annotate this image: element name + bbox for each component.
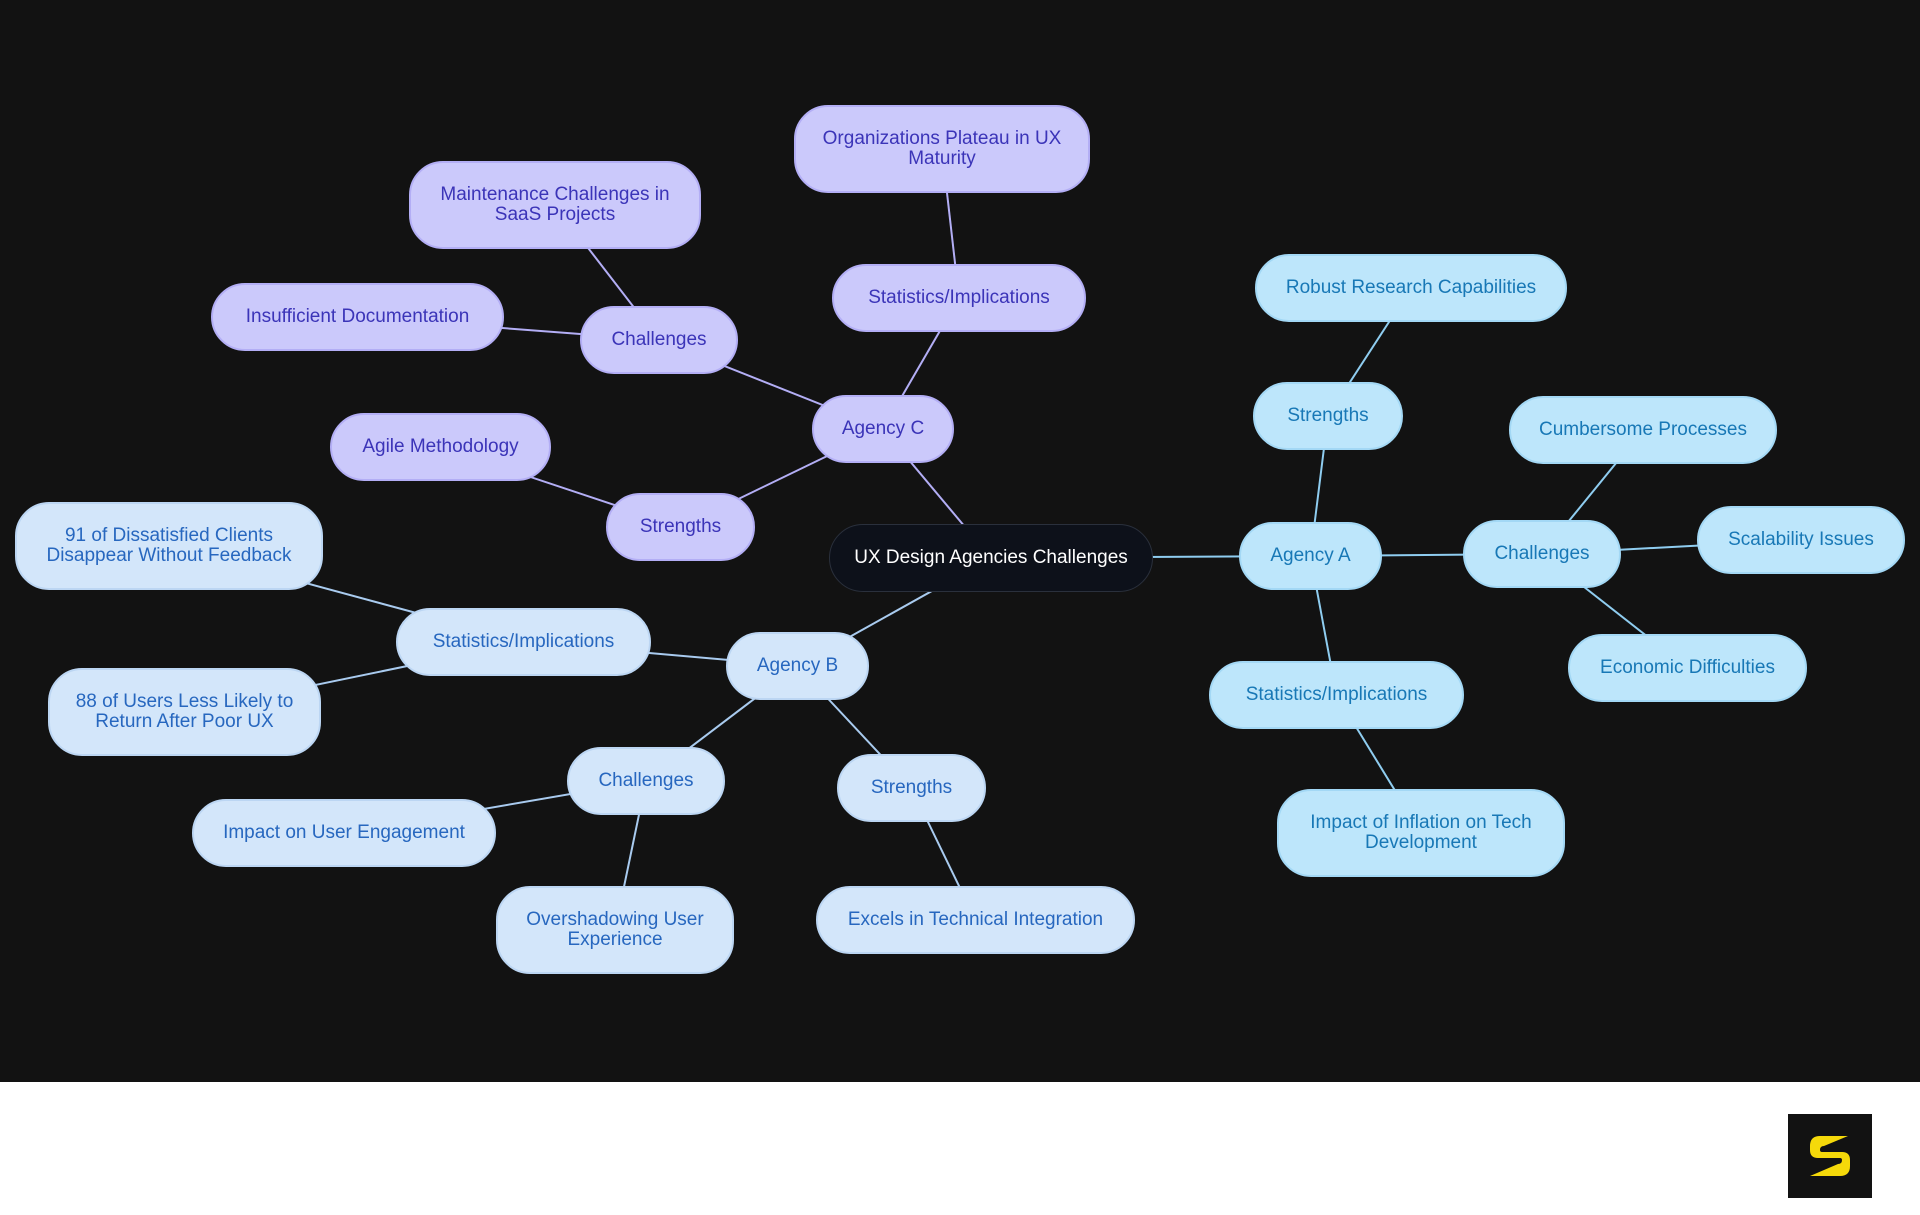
footer — [0, 1082, 1920, 1215]
agency-c-documentation-node[interactable]: Insufficient Documentation — [211, 283, 504, 351]
agency-b-return-node[interactable]: 88 of Users Less Likely to Return After … — [48, 668, 321, 756]
agency-a-strengths-node[interactable]: Strengths — [1253, 382, 1403, 450]
agency-b-overshadowing-node[interactable]: Overshadowing User Experience — [496, 886, 734, 974]
agency-b-challenges-node[interactable]: Challenges — [567, 747, 725, 815]
agency-b-strengths-node[interactable]: Strengths — [837, 754, 986, 822]
agency-b-statistics-node[interactable]: Statistics/Implications — [396, 608, 651, 676]
agency-a-scalability-node[interactable]: Scalability Issues — [1697, 506, 1905, 574]
agency-a-node[interactable]: Agency A — [1239, 522, 1382, 590]
agency-a-inflation-node[interactable]: Impact of Inflation on Tech Development — [1277, 789, 1565, 877]
root-node[interactable]: UX Design Agencies Challenges — [829, 524, 1153, 592]
agency-a-statistics-node[interactable]: Statistics/Implications — [1209, 661, 1464, 729]
agency-c-node[interactable]: Agency C — [812, 395, 954, 463]
agency-c-statistics-node[interactable]: Statistics/Implications — [832, 264, 1086, 332]
agency-c-agile-node[interactable]: Agile Methodology — [330, 413, 551, 481]
agency-c-plateau-node[interactable]: Organizations Plateau in UX Maturity — [794, 105, 1090, 193]
s-logo-icon[interactable] — [1788, 1114, 1872, 1198]
agency-c-maintenance-node[interactable]: Maintenance Challenges in SaaS Projects — [409, 161, 701, 249]
agency-a-challenges-node[interactable]: Challenges — [1463, 520, 1621, 588]
agency-b-integration-node[interactable]: Excels in Technical Integration — [816, 886, 1135, 954]
agency-a-cumbersome-node[interactable]: Cumbersome Processes — [1509, 396, 1777, 464]
s-logo-glyph — [1810, 1136, 1850, 1176]
mindmap-canvas: UX Design Agencies Challenges Agency C S… — [0, 0, 1920, 1082]
agency-b-node[interactable]: Agency B — [726, 632, 869, 700]
agency-c-strengths-node[interactable]: Strengths — [606, 493, 755, 561]
agency-b-engagement-node[interactable]: Impact on User Engagement — [192, 799, 496, 867]
agency-a-research-node[interactable]: Robust Research Capabilities — [1255, 254, 1567, 322]
agency-c-challenges-node[interactable]: Challenges — [580, 306, 738, 374]
agency-b-dissatisfied-node[interactable]: 91 of Dissatisfied Clients Disappear Wit… — [15, 502, 323, 590]
agency-a-economic-node[interactable]: Economic Difficulties — [1568, 634, 1807, 702]
